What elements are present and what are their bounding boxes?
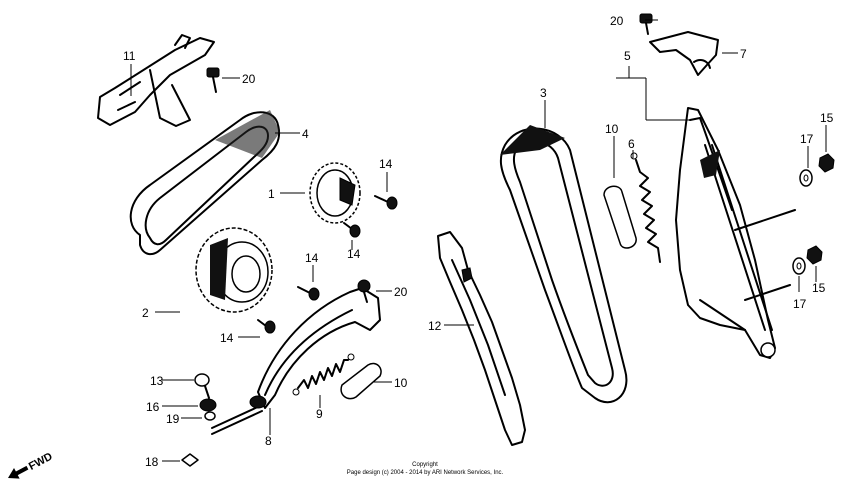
part-11-bracket[interactable] xyxy=(97,34,215,127)
callout-6: 6 xyxy=(628,137,635,151)
callout-14-c: 14 xyxy=(305,251,319,265)
part-4-cam-chain[interactable] xyxy=(129,110,281,256)
part-13-bolt[interactable] xyxy=(194,373,210,399)
part-18-dowel[interactable] xyxy=(181,453,199,467)
callout-13: 13 xyxy=(150,374,164,388)
part-6-spring[interactable] xyxy=(630,152,661,263)
callout-18: 18 xyxy=(145,455,159,469)
part-10-plunger-b[interactable] xyxy=(603,185,637,249)
part-9-spring[interactable] xyxy=(292,353,355,396)
copyright-notice: Copyright Page design (c) 2004 - 2014 by… xyxy=(347,462,504,476)
callout-9: 9 xyxy=(316,407,323,421)
callout-2: 2 xyxy=(142,306,149,320)
part-20-bolt-c[interactable] xyxy=(639,13,653,35)
part-8-tensioner-arm[interactable] xyxy=(211,287,381,435)
part-14-bolt-d[interactable] xyxy=(257,319,276,334)
callout-20-c: 20 xyxy=(610,14,624,28)
copyright-line-2: Page design (c) 2004 - 2014 by ARI Netwo… xyxy=(347,470,504,476)
part-20-bolt-a[interactable] xyxy=(206,67,220,93)
callout-5: 5 xyxy=(624,49,631,63)
part-17-washer-a[interactable] xyxy=(799,169,813,187)
copyright-line-1: Copyright xyxy=(412,462,438,468)
callout-12: 12 xyxy=(428,319,442,333)
part-5-tensioner-assembly[interactable] xyxy=(675,107,796,359)
part-12-chain-guide[interactable] xyxy=(437,231,526,446)
callout-3: 3 xyxy=(540,86,547,100)
callout-7: 7 xyxy=(740,47,747,61)
callout-17-a: 17 xyxy=(800,132,814,146)
part-2-crank-sprocket[interactable] xyxy=(195,227,273,313)
part-1-cam-sprocket[interactable] xyxy=(309,162,361,224)
callout-15-a: 15 xyxy=(820,111,834,125)
part-20-bolt-b[interactable] xyxy=(357,279,371,303)
callout-14-b: 14 xyxy=(347,247,361,261)
part-14-bolt-b[interactable] xyxy=(343,222,361,238)
callout-11: 11 xyxy=(123,49,136,63)
callout-14-a: 14 xyxy=(379,157,393,171)
part-14-bolt-a[interactable] xyxy=(374,195,398,210)
callout-14-d: 14 xyxy=(220,331,234,345)
callout-8: 8 xyxy=(265,434,272,448)
callout-1: 1 xyxy=(268,187,275,201)
leader-lines xyxy=(130,19,827,462)
callout-20-a: 20 xyxy=(242,72,256,86)
part-7-plate[interactable] xyxy=(649,31,719,76)
callout-15-b: 15 xyxy=(812,281,826,295)
part-3-cam-chain[interactable] xyxy=(499,125,628,404)
part-15-nut-b[interactable] xyxy=(806,245,823,265)
part-16-washer[interactable] xyxy=(199,398,217,412)
callout-20-b: 20 xyxy=(394,285,408,299)
callout-4: 4 xyxy=(302,127,309,141)
fwd-indicator: FWD xyxy=(8,451,55,479)
callout-labels: 11 20 4 1 2 14 14 14 14 20 13 16 19 8 9 … xyxy=(123,14,834,469)
callout-16: 16 xyxy=(146,400,160,414)
part-10-plunger-a[interactable] xyxy=(340,362,382,400)
fwd-arrow-icon xyxy=(8,465,29,479)
callout-10-b: 10 xyxy=(605,122,619,136)
part-19-nut[interactable] xyxy=(204,411,216,421)
callout-17-b: 17 xyxy=(793,297,807,311)
part-15-nut-a[interactable] xyxy=(818,153,835,173)
part-17-washer-b[interactable] xyxy=(792,257,806,275)
callout-19: 19 xyxy=(166,412,180,426)
callout-10-a: 10 xyxy=(394,376,408,390)
fwd-label: FWD xyxy=(27,451,55,473)
part-14-bolt-c[interactable] xyxy=(297,286,320,301)
